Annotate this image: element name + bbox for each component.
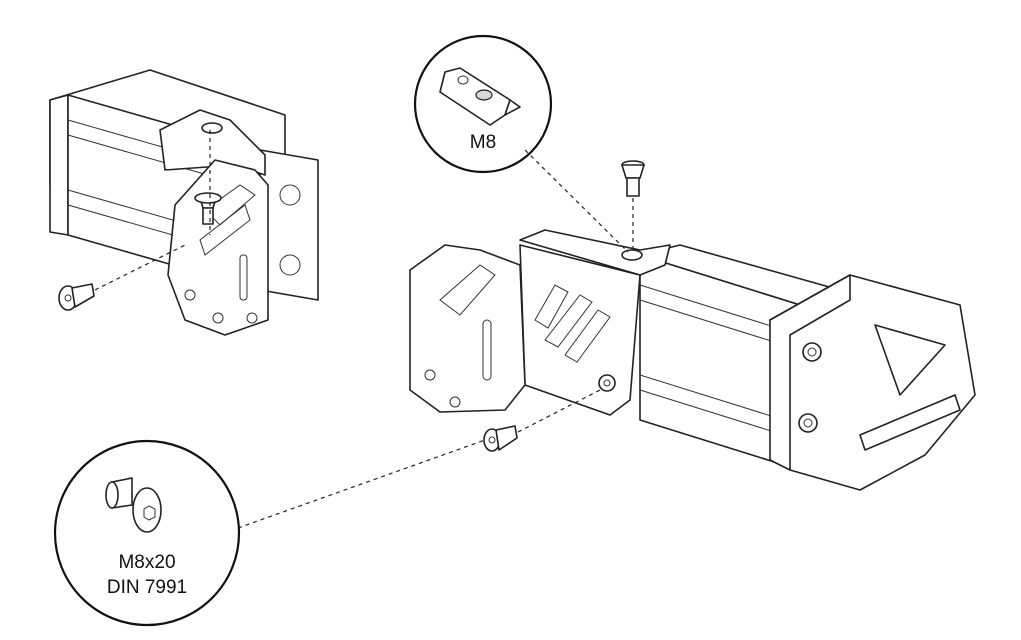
screw-callout-circle: [53, 439, 241, 627]
screw-size-label: M8x20: [118, 552, 176, 573]
screw-callout-leader: [237, 439, 486, 529]
tnut-label: M8: [469, 132, 497, 153]
left-top-screw: [194, 192, 222, 225]
left-profile-assembly: [49, 69, 319, 336]
tnut-callout-circle: [413, 34, 553, 174]
left-side-screw: [58, 283, 95, 311]
right-side-screw: [483, 425, 518, 452]
t-nut-icon: [439, 67, 521, 126]
tnut-callout-leader: [524, 149, 629, 253]
right-top-screw: [621, 160, 645, 197]
countersunk-screw-icon: [105, 477, 162, 533]
screw-standard-label: DIN 7991: [106, 577, 188, 598]
right-profile-assembly: [409, 229, 976, 491]
